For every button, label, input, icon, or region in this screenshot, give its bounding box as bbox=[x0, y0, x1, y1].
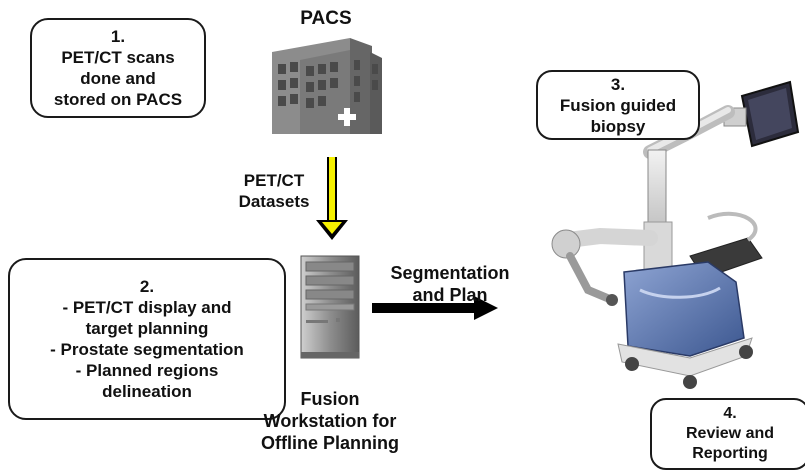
step-3-number: 3. bbox=[610, 74, 626, 94]
step-2-box: 2. - PET/CT display and target planning … bbox=[8, 258, 286, 420]
step-4-line-2: Reporting bbox=[692, 445, 768, 462]
down-arrow bbox=[316, 157, 348, 240]
biopsy-robot-cart-icon bbox=[551, 80, 800, 389]
hospital-building-icon bbox=[272, 38, 382, 134]
segmentation-label-line-1: Segmentation bbox=[390, 263, 510, 283]
step-3-line-1: Fusion guided bbox=[559, 95, 677, 115]
step-1-number: 1. bbox=[110, 27, 126, 46]
segmentation-label: Segmentation and Plan bbox=[380, 262, 520, 306]
pacs-label: PACS bbox=[300, 8, 352, 29]
step-2-line-3: - Prostate segmentation bbox=[50, 340, 244, 359]
step-1-line-1: PET/CT scans bbox=[61, 48, 175, 67]
workstation-label: Fusion Workstation for Offline Planning bbox=[250, 388, 410, 454]
datasets-label-line-1: PET/CT bbox=[243, 171, 305, 190]
workstation-label-line-1: Fusion bbox=[300, 389, 360, 409]
step-4-box: 4. Review and Reporting bbox=[650, 398, 805, 470]
step-4-number: 4. bbox=[723, 405, 737, 422]
workstation-tower-icon bbox=[300, 255, 360, 359]
datasets-label-line-2: Datasets bbox=[238, 192, 310, 211]
step-1-box: 1. PET/CT scans done and stored on PACS bbox=[30, 18, 206, 118]
step-3-line-2: biopsy bbox=[590, 116, 646, 136]
step-2-line-1: - PET/CT display and bbox=[62, 298, 232, 317]
step-4-line-1: Review and bbox=[685, 425, 775, 442]
workstation-label-line-3: Offline Planning bbox=[261, 433, 399, 453]
step-2-line-4: - Planned regions bbox=[75, 361, 219, 380]
step-1-line-3: stored on PACS bbox=[53, 90, 183, 109]
workstation-label-line-2: Workstation for bbox=[263, 411, 397, 431]
right-arrow bbox=[372, 296, 498, 320]
step-1-line-2: done and bbox=[80, 69, 156, 88]
step-3-box: 3. Fusion guided biopsy bbox=[536, 70, 700, 140]
step-2-line-2: target planning bbox=[85, 319, 209, 338]
step-2-number: 2. bbox=[139, 277, 155, 296]
segmentation-label-line-2: and Plan bbox=[412, 285, 488, 305]
datasets-label: PET/CT Datasets bbox=[224, 170, 324, 212]
step-2-line-5: delineation bbox=[102, 382, 192, 401]
